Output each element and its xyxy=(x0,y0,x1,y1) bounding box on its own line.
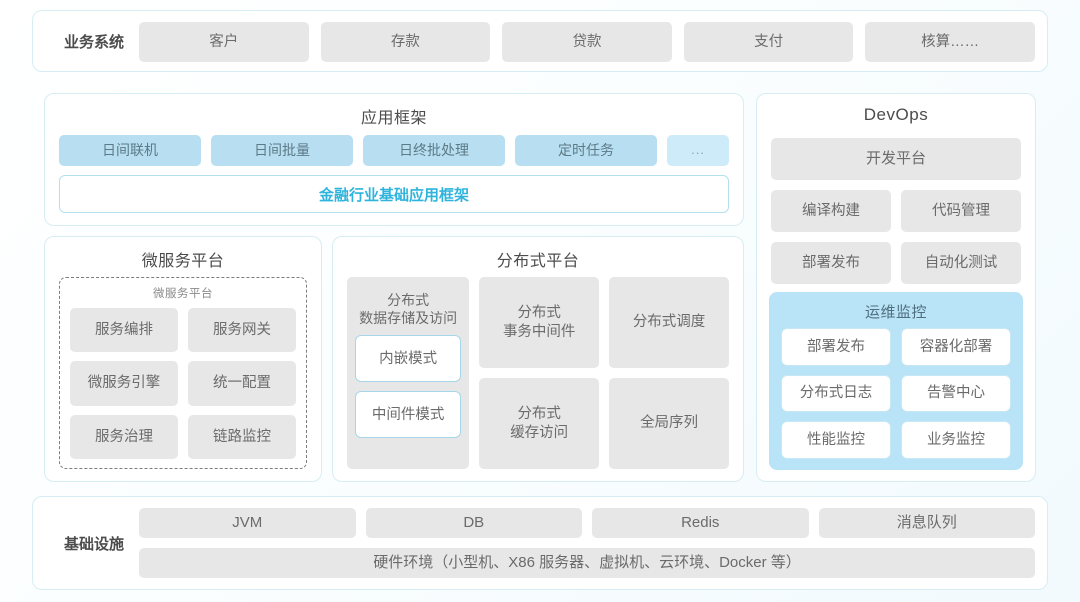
microservice-inner-title: 微服务平台 xyxy=(153,288,213,300)
devops-tile-code-management[interactable]: 代码管理 xyxy=(901,190,1021,232)
ops-tile-deploy-release[interactable]: 部署发布 xyxy=(781,328,891,366)
devops-platform-row: 开发平台 xyxy=(771,138,1021,180)
micro-tile-unified-config[interactable]: 统一配置 xyxy=(188,361,296,406)
infra-tile-hardware-environment[interactable]: 硬件环境（小型机、X86 服务器、虚拟机、云环境、Docker 等） xyxy=(139,548,1035,578)
app-tile-daytime-online[interactable]: 日间联机 xyxy=(59,135,201,166)
infra-tile-jvm[interactable]: JVM xyxy=(139,508,356,538)
devops-card: DevOps 开发平台 编译构建 代码管理 部署发布 自动化测试 运维监控 部署… xyxy=(756,93,1036,482)
distributed-storage-label: 分布式 数据存储及访问 xyxy=(359,292,458,327)
app-tile-scheduled-task[interactable]: 定时任务 xyxy=(515,135,657,166)
dist-tile-cache-access[interactable]: 分布式 缓存访问 xyxy=(479,378,600,469)
infrastructure-card: 基础设施 JVM DB Redis 消息队列 硬件环境（小型机、X86 服务器、… xyxy=(32,496,1048,590)
finance-base-framework-bar[interactable]: 金融行业基础应用框架 xyxy=(59,175,729,213)
business-tile-customer[interactable]: 客户 xyxy=(139,22,309,62)
devops-tile-build[interactable]: 编译构建 xyxy=(771,190,891,232)
microservice-tiles: 服务编排 服务网关 微服务引擎 统一配置 服务治理 链路监控 xyxy=(70,308,296,459)
dist-tile-scheduling[interactable]: 分布式调度 xyxy=(609,277,729,368)
ops-monitor-panel: 运维监控 部署发布 容器化部署 分布式日志 告警中心 性能监控 业务监控 xyxy=(769,292,1023,470)
infrastructure-tiles: JVM DB Redis 消息队列 xyxy=(139,508,1035,538)
infra-tile-message-queue[interactable]: 消息队列 xyxy=(818,508,1035,538)
micro-tile-service-gateway[interactable]: 服务网关 xyxy=(188,308,296,353)
business-tile-accounting[interactable]: 核算…… xyxy=(865,22,1035,62)
dist-tile-transaction-middleware[interactable]: 分布式 事务中间件 xyxy=(479,277,600,368)
business-tile-loan[interactable]: 贷款 xyxy=(502,22,672,62)
app-tile-daytime-batch[interactable]: 日间批量 xyxy=(211,135,353,166)
distributed-platform-card: 分布式平台 分布式 数据存储及访问 内嵌模式 中间件模式 分布式 事务中间件 分… xyxy=(332,236,744,482)
business-tile-payment[interactable]: 支付 xyxy=(683,22,854,62)
micro-tile-service-governance[interactable]: 服务治理 xyxy=(70,414,178,459)
distributed-platform-title: 分布式平台 xyxy=(496,253,580,270)
micro-tile-microservice-engine[interactable]: 微服务引擎 xyxy=(70,361,178,406)
business-system-card: 业务系统 客户 存款 贷款 支付 核算…… xyxy=(32,10,1048,72)
infrastructure-body: JVM DB Redis 消息队列 硬件环境（小型机、X86 服务器、虚拟机、云… xyxy=(139,508,1035,578)
business-system-label: 业务系统 xyxy=(63,33,124,51)
app-framework-tiles: 日间联机 日间批量 日终批处理 定时任务 ... xyxy=(59,135,729,166)
microservice-platform-card: 微服务平台 微服务平台 服务编排 服务网关 微服务引擎 统一配置 服务治理 链路… xyxy=(44,236,322,482)
ops-tile-distributed-log[interactable]: 分布式日志 xyxy=(781,374,891,413)
ops-monitor-tiles: 部署发布 容器化部署 分布式日志 告警中心 性能监控 业务监控 xyxy=(781,328,1011,459)
devops-tile-deploy-release[interactable]: 部署发布 xyxy=(771,242,891,284)
dist-tile-middleware-mode[interactable]: 中间件模式 xyxy=(355,391,462,439)
devops-tiles: 编译构建 代码管理 部署发布 自动化测试 xyxy=(771,190,1021,284)
app-framework-title: 应用框架 xyxy=(360,110,427,127)
app-framework-card: 应用框架 日间联机 日间批量 日终批处理 定时任务 ... 金融行业基础应用框架 xyxy=(44,93,744,226)
ops-tile-alert-center[interactable]: 告警中心 xyxy=(901,374,1011,413)
infra-tile-db[interactable]: DB xyxy=(365,508,582,538)
business-tile-deposit[interactable]: 存款 xyxy=(320,22,491,62)
business-system-tiles: 客户 存款 贷款 支付 核算…… xyxy=(139,22,1035,62)
distributed-column-2: 分布式 事务中间件 分布式 缓存访问 xyxy=(479,277,600,469)
ops-monitor-title: 运维监控 xyxy=(864,304,927,321)
devops-tile-dev-platform[interactable]: 开发平台 xyxy=(771,138,1021,180)
distributed-platform-body: 分布式 数据存储及访问 内嵌模式 中间件模式 分布式 事务中间件 分布式 缓存访… xyxy=(347,277,729,469)
dist-tile-global-sequence[interactable]: 全局序列 xyxy=(609,378,729,469)
devops-title: DevOps xyxy=(863,105,929,124)
dist-tile-embedded-mode[interactable]: 内嵌模式 xyxy=(355,335,462,383)
micro-tile-trace-monitoring[interactable]: 链路监控 xyxy=(188,414,296,459)
ops-tile-business-monitor[interactable]: 业务监控 xyxy=(901,421,1011,459)
app-tile-more[interactable]: ... xyxy=(667,135,729,166)
micro-tile-service-orchestration[interactable]: 服务编排 xyxy=(70,308,178,353)
distributed-column-3: 分布式调度 全局序列 xyxy=(609,277,729,469)
microservice-platform-title: 微服务平台 xyxy=(141,253,225,270)
infrastructure-label: 基础设施 xyxy=(63,535,124,553)
distributed-storage-group[interactable]: 分布式 数据存储及访问 内嵌模式 中间件模式 xyxy=(347,277,470,469)
devops-tile-automated-testing[interactable]: 自动化测试 xyxy=(901,242,1021,284)
infra-tile-redis[interactable]: Redis xyxy=(592,508,809,538)
app-tile-eod-batch[interactable]: 日终批处理 xyxy=(363,135,505,166)
ops-tile-performance-monitor[interactable]: 性能监控 xyxy=(781,421,891,459)
microservice-dashed-group: 微服务平台 服务编排 服务网关 微服务引擎 统一配置 服务治理 链路监控 xyxy=(59,277,307,469)
ops-tile-container-deploy[interactable]: 容器化部署 xyxy=(901,328,1011,366)
